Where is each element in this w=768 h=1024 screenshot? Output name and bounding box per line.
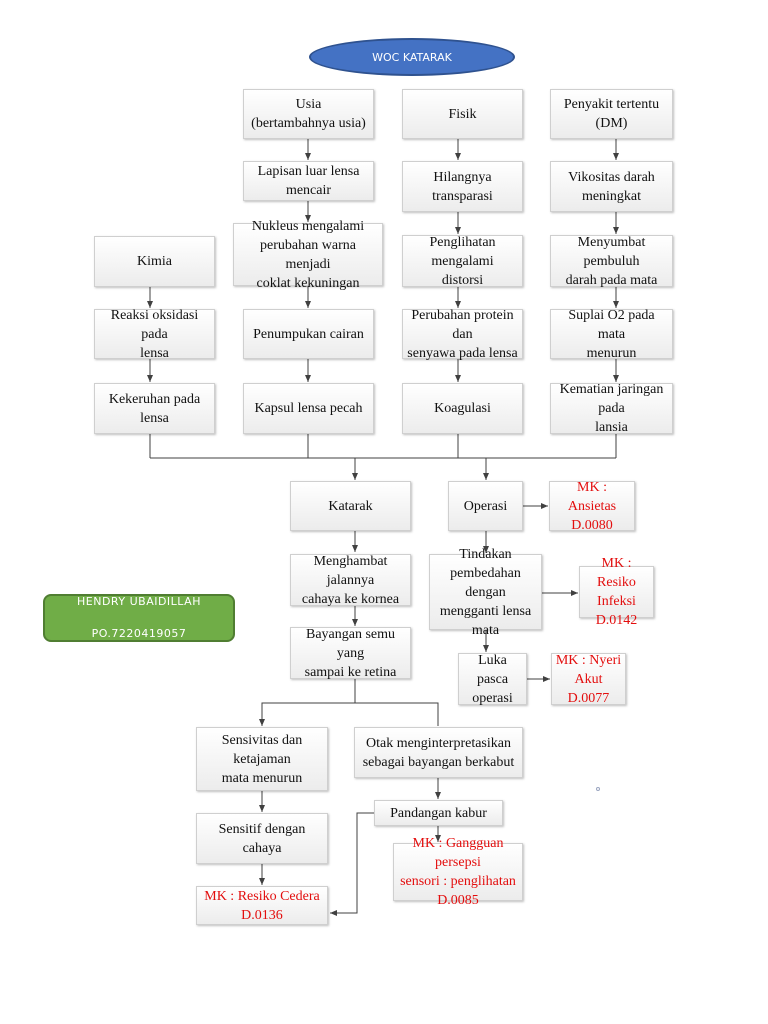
- title-ellipse: WOC KATARAK: [309, 38, 515, 76]
- node-hilangnya: Hilangnya transparasi: [402, 161, 523, 212]
- node-katarak: Katarak: [290, 481, 411, 531]
- author-badge: HENDRY UBAIDILLAH PO.7220419057: [43, 594, 235, 642]
- node-kekeruhan: Kekeruhan pada lensa: [94, 383, 215, 434]
- mk-gangguan-persepsi: MK : Gangguan persepsi sensori : penglih…: [393, 836, 523, 908]
- mk-ansietas: MK : Ansietas D.0080: [549, 480, 635, 533]
- node-menghambat: Menghambat jalannya cahaya ke kornea: [290, 554, 411, 607]
- mk-resiko-cedera: MK : Resiko Cedera D.0136: [196, 886, 328, 925]
- node-penumpukan: Penumpukan cairan: [243, 309, 374, 359]
- node-nukleus: Nukleus mengalami perubahan warna menjad…: [233, 219, 383, 291]
- node-reaksi: Reaksi oksidasi pada lensa: [94, 308, 215, 361]
- node-pandangan: Pandangan kabur: [374, 800, 503, 826]
- node-usia: Usia (bertambahnya usia): [243, 89, 374, 139]
- stray-dot: [596, 787, 600, 791]
- author-id: PO.7220419057: [91, 627, 187, 640]
- node-lapisan: Lapisan luar lensa mencair: [243, 161, 374, 201]
- node-menyumbat: Menyumbat pembuluh darah pada mata: [550, 235, 673, 288]
- node-tindakan: Tindakan pembedahan dengan mengganti len…: [429, 547, 542, 638]
- node-sensivitas: Sensivitas dan ketajaman mata menurun: [196, 727, 328, 791]
- node-kapsul: Kapsul lensa pecah: [243, 383, 374, 434]
- mk-resiko-infeksi: MK : Resiko Infeksi D.0142: [579, 556, 654, 628]
- node-penyakit: Penyakit tertentu (DM): [550, 89, 673, 139]
- node-bayangan: Bayangan semu yang sampai ke retina: [290, 627, 411, 680]
- node-vikositas: Vikositas darah meningkat: [550, 161, 673, 212]
- node-penglihatan-distorsi: Penglihatan mengalami distorsi: [402, 235, 523, 288]
- mk-nyeri-akut: MK : Nyeri Akut D.0077: [551, 653, 626, 706]
- split-bayangan: [259, 679, 356, 726]
- node-koagulasi: Koagulasi: [402, 383, 523, 434]
- arrow-pandangan-cedera: [330, 812, 374, 916]
- node-luka: Luka pasca operasi: [458, 653, 527, 706]
- author-name: HENDRY UBAIDILLAH: [77, 595, 201, 608]
- node-perubahan-protein: Perubahan protein dan senyawa pada lensa: [402, 308, 523, 361]
- node-fisik: Fisik: [402, 89, 523, 139]
- node-operasi: Operasi: [448, 481, 523, 531]
- node-kematian: Kematian jaringan pada lansia: [550, 382, 673, 435]
- node-otak: Otak menginterpretasikan sebagai bayanga…: [354, 727, 523, 778]
- node-sensitif: Sensitif dengan cahaya: [196, 813, 328, 864]
- node-kimia: Kimia: [94, 236, 215, 287]
- split-bayangan-otak: [355, 702, 439, 726]
- node-suplai: Suplai O2 pada mata menurun: [550, 308, 673, 361]
